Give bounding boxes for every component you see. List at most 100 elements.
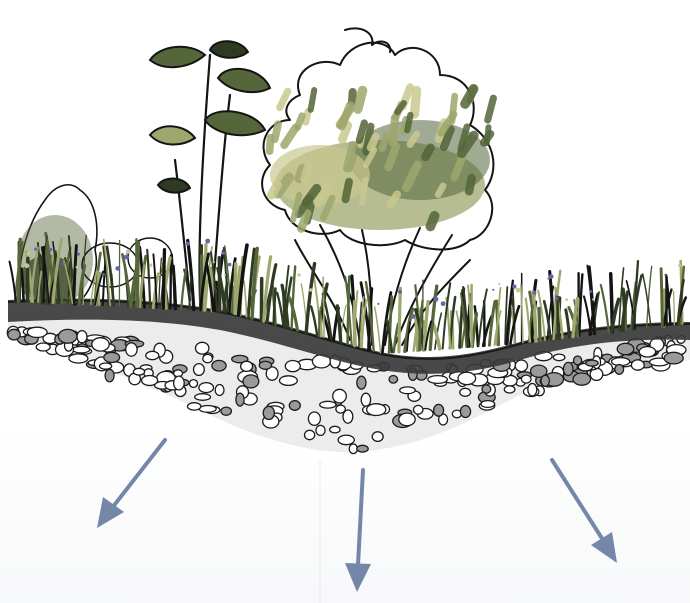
flower-dot	[49, 248, 53, 252]
gravel-stone	[400, 387, 416, 394]
flower-dot	[126, 249, 131, 254]
grass-blade	[44, 247, 45, 302]
grass-blade	[274, 289, 276, 324]
grass-blade	[526, 299, 530, 342]
gravel-stone	[8, 329, 20, 340]
grass-blade	[163, 250, 164, 309]
canopy-brush-stroke	[270, 138, 271, 152]
gravel-stone	[399, 413, 415, 426]
flower-dot	[411, 314, 416, 319]
canopy-brush-stroke	[407, 115, 410, 130]
gravel-stone	[263, 406, 274, 419]
gravel-stone	[280, 376, 298, 386]
grass-blade	[337, 306, 340, 342]
grass-blade	[323, 277, 324, 337]
grass-blade	[103, 261, 106, 306]
canopy-brush-stroke	[275, 124, 278, 139]
gravel-stone	[372, 432, 383, 442]
flower-dot	[441, 301, 446, 306]
grass-blade	[375, 307, 381, 353]
canopy-brush-stroke	[415, 91, 417, 115]
gravel-stone	[259, 361, 271, 369]
flower-dot	[186, 242, 190, 246]
flower-dot	[222, 251, 226, 255]
canopy-brush-stroke	[393, 118, 395, 143]
gravel-stone	[188, 403, 201, 410]
gravel-stone	[553, 354, 565, 361]
gravel-stone	[212, 360, 226, 371]
gravel-stone	[203, 354, 213, 362]
canopy-brush-stroke	[347, 145, 353, 168]
gravel-stone	[199, 383, 214, 393]
gravel-stone	[573, 373, 591, 385]
gravel-stone	[92, 338, 109, 351]
canopy-brush-stroke	[484, 134, 491, 143]
grass-blade	[399, 288, 401, 351]
gravel-stone	[133, 368, 144, 375]
gravel-stone	[574, 356, 582, 365]
gravel-stone	[77, 331, 87, 343]
gravel-stone	[58, 329, 77, 343]
canopy-brush-stroke	[425, 148, 430, 157]
flower-dot	[76, 266, 79, 269]
flower-dot	[62, 262, 65, 265]
gravel-stone	[196, 342, 209, 354]
gravel-stone	[481, 401, 495, 408]
flower-dot	[664, 274, 666, 276]
flower-dot	[224, 274, 226, 276]
gravel-stone	[241, 361, 253, 371]
gravel-stone	[563, 362, 573, 375]
gravel-stone	[146, 351, 159, 359]
gravel-stone	[639, 347, 655, 357]
arrow-down-left	[97, 440, 165, 528]
gravel-stone	[142, 376, 158, 386]
gravel-stone	[100, 363, 112, 369]
flower-dot	[102, 273, 105, 276]
flower-dot	[213, 261, 215, 263]
gravel-stone	[221, 407, 231, 415]
canopy-brush-stroke	[430, 216, 434, 227]
gravel-stone	[541, 375, 549, 386]
flower-dot	[124, 255, 129, 260]
gravel-stone	[504, 386, 515, 393]
canopy-brush-stroke	[358, 91, 363, 110]
gravel-stone	[316, 425, 325, 435]
gravel-stone	[521, 375, 531, 383]
canopy-brush-stroke	[371, 137, 376, 148]
gravel-stone	[308, 412, 320, 425]
flower-dot	[398, 290, 402, 294]
gravel-stone	[414, 405, 423, 414]
flower-dot	[115, 266, 120, 271]
grass-blade	[244, 281, 247, 316]
gravel-stone	[126, 343, 137, 356]
gravel-stone	[105, 369, 114, 382]
gravel-stone	[389, 376, 398, 384]
gravel-stone	[631, 360, 644, 370]
flower-dot	[297, 273, 300, 276]
flower-dot	[512, 284, 516, 288]
gravel-stone	[174, 376, 185, 390]
flower-dot	[492, 289, 494, 291]
flower-dot	[149, 264, 152, 267]
grass-blade	[235, 264, 236, 314]
gravel-stone	[330, 426, 340, 433]
gravel-stone	[664, 352, 683, 364]
flower-dot	[555, 297, 558, 300]
canopy-brush-stroke	[488, 98, 494, 120]
canopy-brush-stroke	[272, 185, 278, 195]
gravel-stone	[528, 384, 537, 396]
canopy-brush-stroke	[311, 90, 315, 110]
flower-dot	[34, 247, 37, 250]
canopy-brush-stroke	[346, 182, 350, 200]
gravel-stone	[199, 406, 216, 413]
grass-blade	[219, 258, 220, 311]
grass-blade	[601, 285, 609, 332]
gravel-stone	[357, 376, 366, 389]
gravel-stone	[338, 435, 354, 445]
canopy-brush-stroke	[359, 123, 364, 140]
gravel-stone	[320, 401, 336, 408]
gravel-stone	[482, 385, 491, 393]
gravel-stone	[305, 430, 315, 439]
canopy-brush-stroke	[306, 111, 308, 122]
